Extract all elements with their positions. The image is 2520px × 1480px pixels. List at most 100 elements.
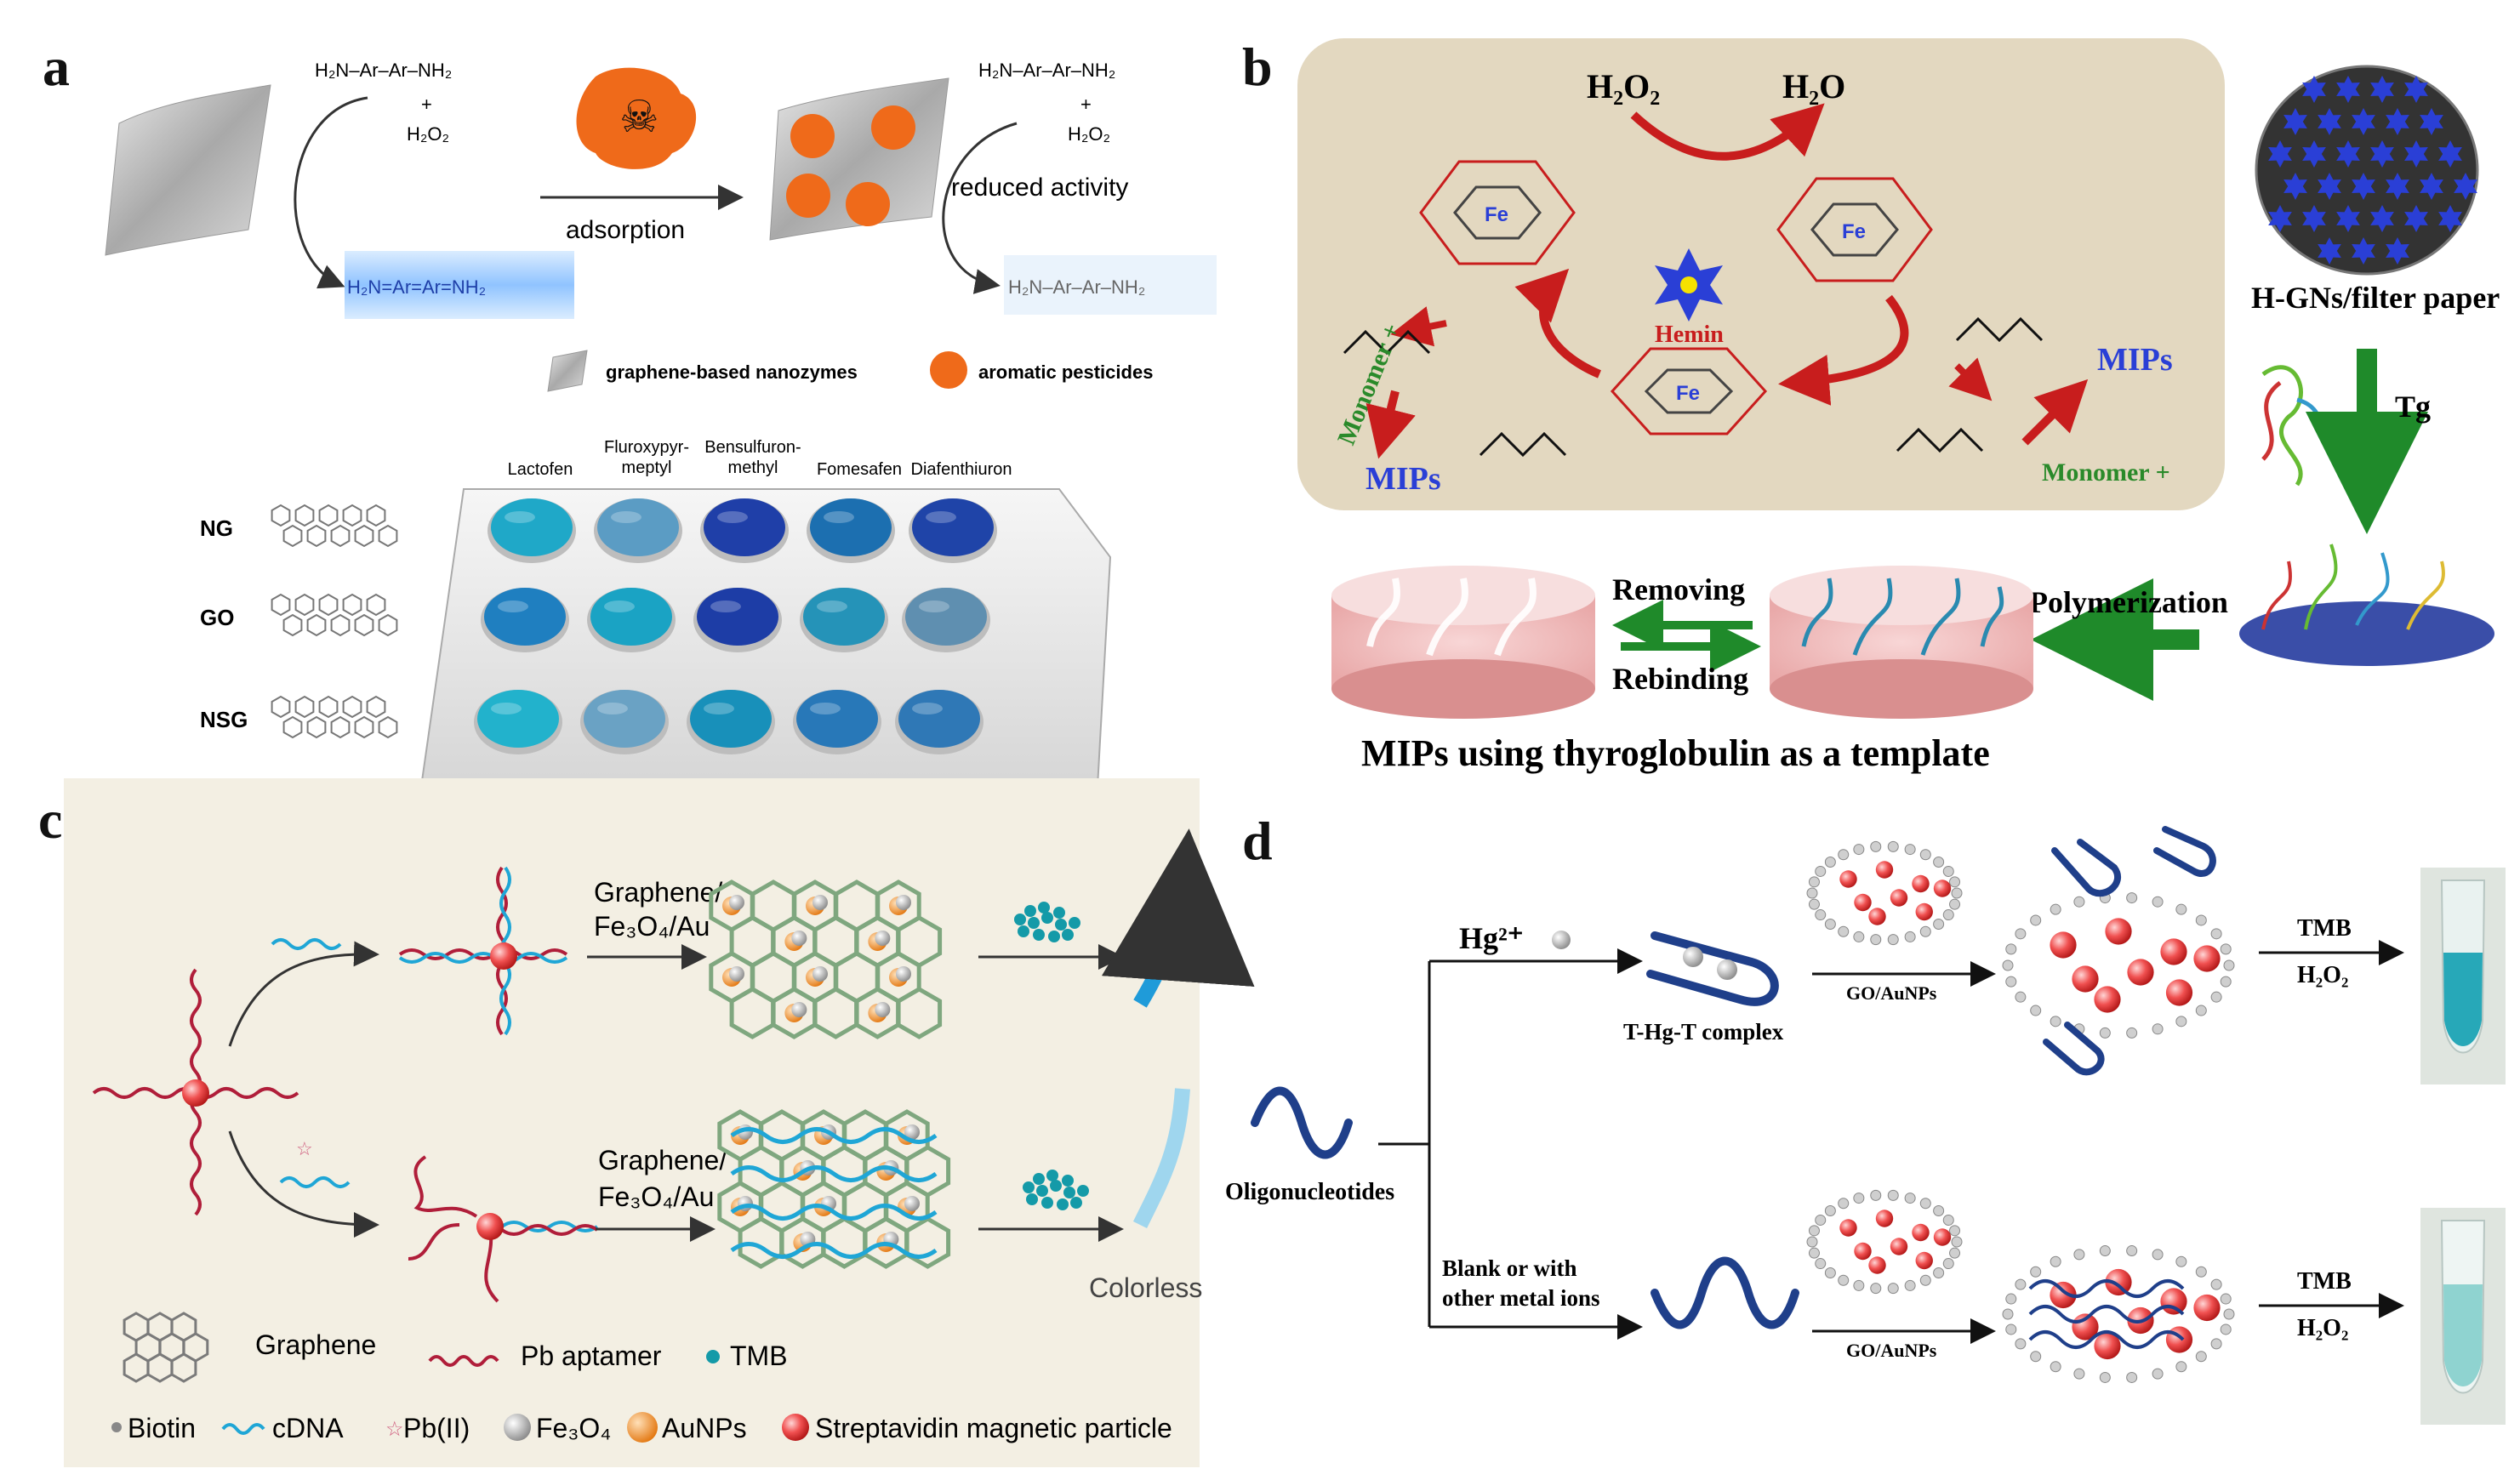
go-node (2210, 1338, 2222, 1350)
thyroglobulin-molecule (2261, 365, 2341, 487)
adsorbed-oligo (2028, 1330, 2185, 1349)
tmb-top: TMB (2297, 915, 2352, 942)
pb-star-icon: ☆ (296, 1138, 313, 1159)
go-node (1904, 1279, 1916, 1291)
fe3o4 (791, 1002, 807, 1017)
fe3o4 (791, 931, 807, 946)
aunp (1854, 893, 1872, 912)
go-node (1933, 918, 1945, 930)
svg-text:Fe: Fe (1485, 203, 1508, 226)
go-aunps-bottom (1806, 1189, 1963, 1295)
h2o2-top: H₂O₂ (2297, 962, 2348, 988)
row-molecule-icon (271, 695, 398, 739)
go-node (2050, 1016, 2061, 1027)
well (584, 690, 665, 748)
go-node (2073, 1368, 2085, 1380)
aunp (1933, 879, 1952, 897)
reactant-plus: + (421, 94, 432, 115)
legend-cdna: cDNA (272, 1413, 344, 1443)
well (597, 498, 679, 556)
aunp (1868, 908, 1886, 925)
hemin-star-icon (2404, 140, 2428, 168)
acac-right-bottom (1896, 427, 1984, 453)
go-node (2050, 1361, 2061, 1373)
tmb-dot (1062, 1175, 1074, 1187)
well (690, 690, 772, 748)
well-highlight (604, 601, 635, 612)
go-node (2195, 914, 2207, 926)
legend-pesticide-icon (930, 351, 967, 389)
well (484, 588, 566, 646)
fe3o4 (875, 931, 891, 946)
go-node (1815, 909, 1827, 921)
aunp (1915, 902, 1933, 921)
go-node (2220, 1323, 2232, 1335)
well (898, 690, 980, 748)
column-label: Lactofen (508, 460, 573, 479)
go-node (1949, 876, 1961, 888)
aunp (1875, 861, 1894, 879)
c-reagent-top-2: Fe₃O₄/Au (594, 911, 710, 942)
mips-right-arrow (2021, 379, 2089, 446)
panel-c-background (64, 778, 1200, 1467)
go-node (1808, 898, 1820, 910)
aunp (1890, 889, 1908, 907)
legend-cdna-icon (221, 1423, 265, 1435)
go-node (1815, 1258, 1827, 1270)
well (590, 588, 672, 646)
go-node (1808, 1247, 1820, 1259)
go-node (2005, 1323, 2017, 1335)
fe3o4 (875, 1002, 891, 1017)
hemin-star-icon (2336, 205, 2360, 232)
well-grid (474, 498, 997, 754)
go-node (2030, 1005, 2042, 1016)
tmb-dot (1062, 929, 1074, 941)
hemin-star-icon (2302, 76, 2326, 103)
oxidation-arrow (294, 96, 368, 289)
tg-protein-cluster (2261, 544, 2445, 630)
tmb-dot (1055, 919, 1067, 931)
fe3o4 (896, 895, 911, 910)
svg-text:Fe: Fe (1842, 220, 1866, 243)
aunp (1854, 1242, 1872, 1261)
graphene-ring (904, 1216, 951, 1269)
go-node (2015, 991, 2027, 1003)
go-aunps-after-top (2002, 892, 2235, 1039)
well (905, 588, 987, 646)
cdna-strand (730, 1165, 938, 1182)
hemin-star-icon (2370, 76, 2394, 103)
legend-pb-icon: ☆ (385, 1418, 404, 1441)
adsorbed-pesticides (786, 105, 915, 226)
mips-left: MIPs (1365, 461, 1441, 497)
streptavidin-particle-top (490, 942, 517, 970)
legend-tmb-icon (706, 1350, 720, 1363)
hemin-star-icon (2370, 205, 2394, 232)
go-node (1919, 1198, 1931, 1210)
graphene-lattice-top (709, 879, 943, 1039)
go-node (1919, 1274, 1931, 1286)
reactant-h2o2: H₂O₂ (407, 123, 449, 145)
tmb-dot (1069, 917, 1080, 929)
tmb-dot (1077, 1185, 1089, 1197)
aunp (2050, 931, 2077, 959)
tmb-dot (1033, 1173, 1045, 1185)
go-node (2050, 903, 2061, 915)
go-node (2220, 943, 2232, 955)
legend-streptavidin: Streptavidin magnetic particle (815, 1413, 1172, 1443)
paper-label: H-GNs/filter paper (2251, 281, 2500, 315)
hemin-star-icon (2438, 205, 2462, 232)
legend-biotin-icon (111, 1422, 122, 1432)
go-node (2195, 1005, 2207, 1016)
go-node (1904, 844, 1916, 856)
go-node (2015, 928, 2027, 940)
b-top-arrow (1630, 103, 1825, 161)
hemin-star-icon (2370, 140, 2394, 168)
well-highlight (710, 601, 741, 612)
hemin-star-icon (2318, 108, 2341, 135)
go-node (1853, 931, 1865, 942)
b-caption: MIPs using thyroglobulin as a template (1361, 732, 1990, 774)
c-upper-branch-arrow (228, 941, 379, 1047)
go-node (1887, 1189, 1899, 1201)
go-node (1870, 1283, 1882, 1295)
go-node (2030, 914, 2042, 926)
